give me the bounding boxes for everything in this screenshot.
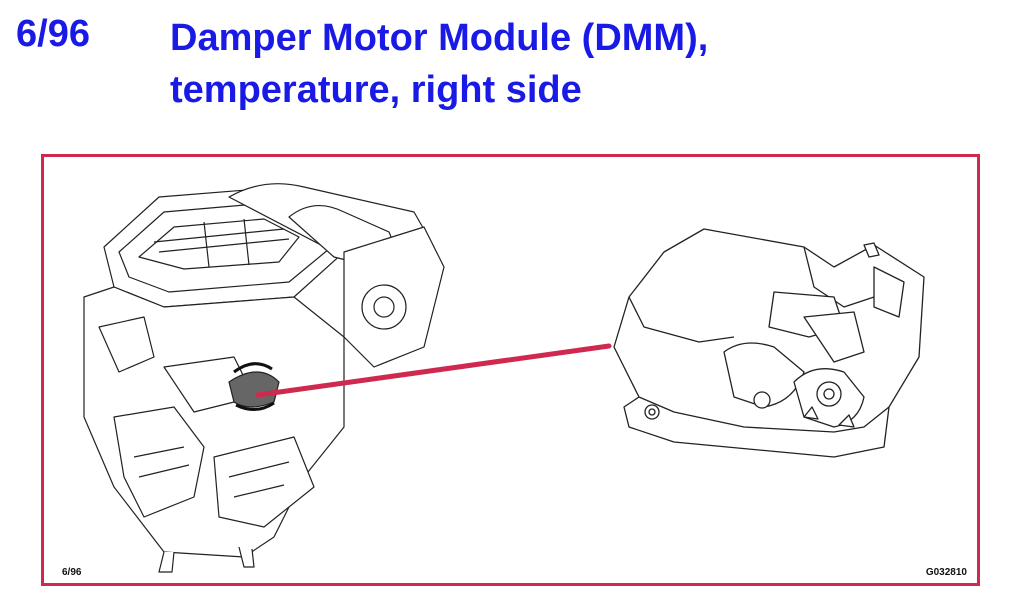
figure-id-code: G032810 xyxy=(925,567,967,578)
pointer-line xyxy=(255,343,612,398)
page-title: Damper Motor Module (DMM), temperature, … xyxy=(170,12,708,116)
title-line-2: temperature, right side xyxy=(170,69,582,111)
hvac-unit-drawing-icon xyxy=(83,183,445,573)
figure-caption-reference: 6/96 xyxy=(62,567,82,578)
figure-illustration xyxy=(83,183,925,573)
page-reference: 6/96 xyxy=(16,13,90,55)
damper-motor-module-icon xyxy=(613,228,925,458)
title-line-1: Damper Motor Module (DMM), xyxy=(170,17,709,59)
figure-frame: 6/96 G032810 xyxy=(41,154,980,586)
